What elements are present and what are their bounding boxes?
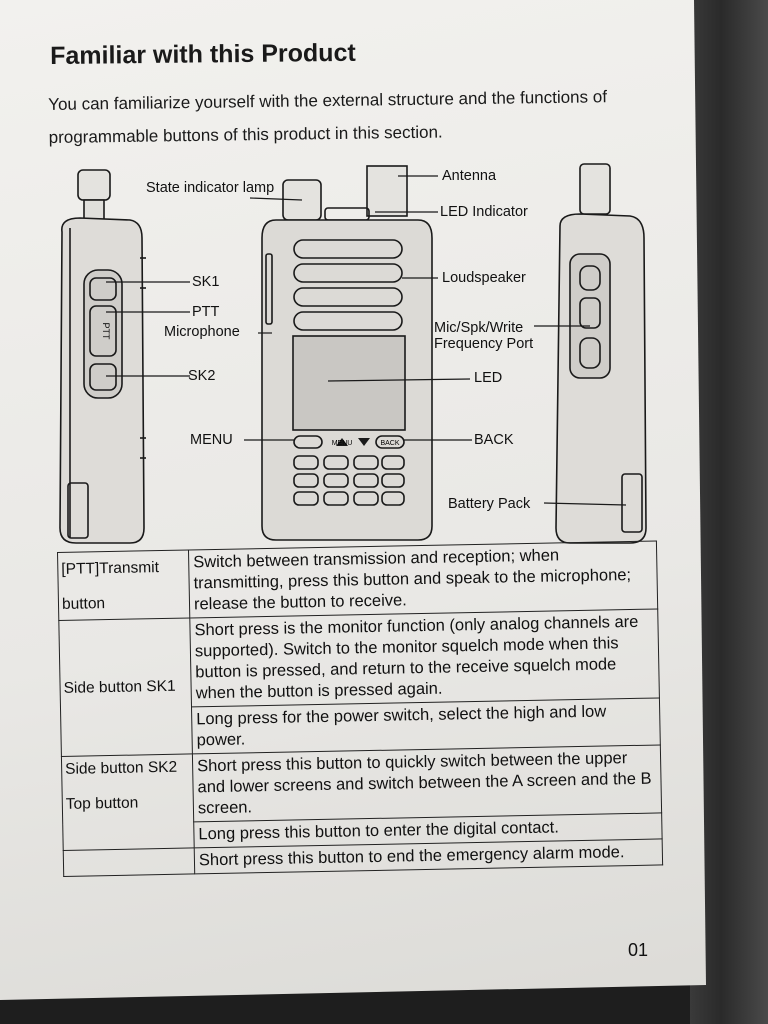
label-antenna: Antenna: [442, 168, 497, 184]
menu-key-marking: MENU: [332, 440, 353, 447]
label-sk1: SK1: [192, 274, 220, 290]
front-view: [261, 165, 433, 541]
row-description: Short press is the monitor function (onl…: [189, 608, 660, 707]
label-led-indicator: LED Indicator: [440, 204, 528, 220]
right-side-view: [555, 163, 647, 544]
label-led: LED: [474, 370, 503, 386]
table-row: Side button SK1 Short press is the monit…: [58, 608, 660, 757]
back-key-marking: BACK: [380, 440, 399, 447]
row-key-line1: [PTT]Transmit: [61, 558, 160, 578]
row-key-line2: Top button: [65, 794, 139, 813]
label-menu: MENU: [190, 432, 233, 448]
label-back: BACK: [474, 432, 514, 448]
manual-page: Familiar with this Product You can famil…: [0, 0, 706, 1000]
row-key-line1: Side button SK2: [65, 758, 178, 778]
button-function-table: [PTT]Transmit button Switch between tran…: [57, 540, 663, 877]
table-row: [PTT]Transmit button Switch between tran…: [57, 540, 658, 621]
row-key-line2: button: [61, 594, 106, 613]
label-state-indicator-lamp: State indicator lamp: [146, 180, 275, 196]
label-mic-spk-write-port: Mic/Spk/Write Frequency Port: [434, 320, 534, 352]
radio-diagram: MENU BACK PTT State indicator lamp Anten…: [40, 158, 680, 548]
label-microphone: Microphone: [164, 324, 240, 340]
label-loudspeaker: Loudspeaker: [442, 270, 526, 286]
label-sk2: SK2: [188, 368, 216, 384]
row-description: Switch between transmission and receptio…: [188, 540, 658, 618]
row-key: [63, 847, 195, 877]
table-row: Side button SK2 Top button Short press t…: [61, 744, 662, 851]
ptt-key-marking: PTT: [101, 323, 111, 341]
page-title: Familiar with this Product: [50, 38, 356, 70]
label-ptt: PTT: [192, 304, 220, 320]
row-key: Side button SK2 Top button: [61, 753, 195, 851]
radio-illustration: MENU BACK PTT: [59, 163, 647, 544]
row-key: [PTT]Transmit button: [57, 549, 190, 621]
intro-paragraph: You can familiarize yourself with the ex…: [48, 87, 608, 147]
label-battery-pack: Battery Pack: [448, 496, 531, 512]
row-description: Short press this button to quickly switc…: [192, 744, 662, 822]
left-side-view: [59, 169, 146, 544]
page-number: 01: [628, 940, 649, 960]
row-key: Side button SK1: [58, 617, 193, 757]
